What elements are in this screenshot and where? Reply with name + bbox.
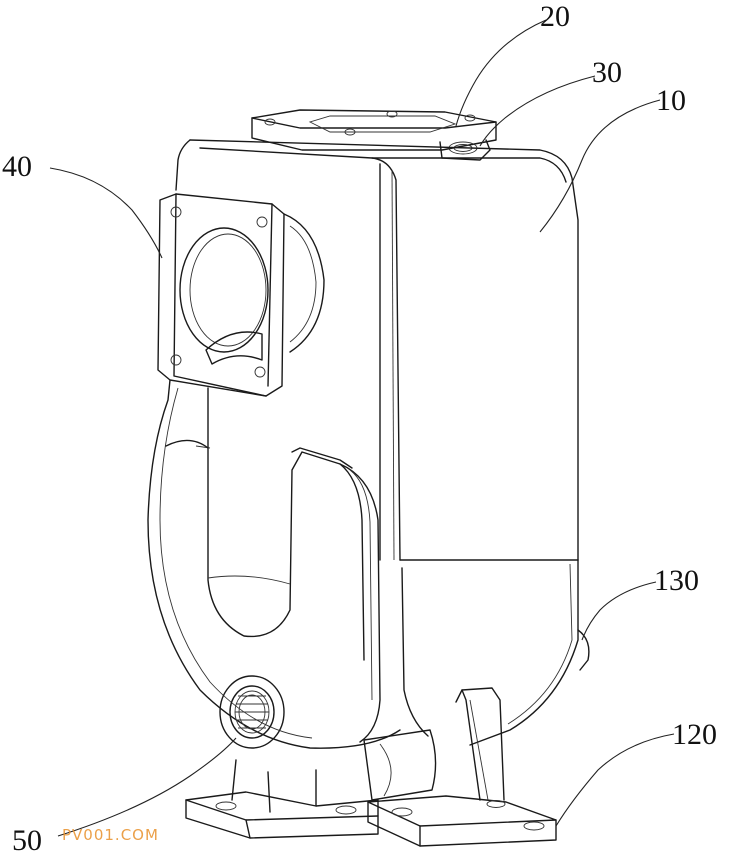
callout-label-30: 30	[592, 56, 622, 89]
right-mounting-foot	[363, 687, 557, 847]
pump-housing	[175, 139, 579, 746]
leader-lines	[49, 19, 675, 837]
callout-label-20: 20	[540, 0, 570, 33]
callout-label-120: 120	[672, 718, 717, 751]
drain-port	[219, 675, 285, 749]
suction-chamber	[147, 379, 401, 749]
callout-label-130: 130	[654, 564, 699, 597]
watermark: PV001.COM	[62, 826, 159, 844]
callout-label-40: 40	[2, 150, 32, 183]
rear-boss	[577, 629, 590, 671]
inlet-flange	[157, 193, 325, 397]
callout-label-10: 10	[656, 84, 686, 117]
callout-label-50: 50	[12, 824, 42, 857]
left-mounting-foot	[185, 759, 379, 839]
